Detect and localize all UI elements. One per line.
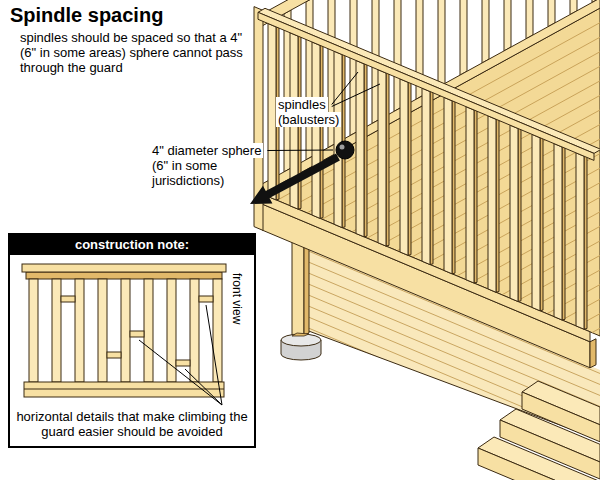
front-top-rail [26,272,222,279]
front-spindle [167,279,176,382]
horizontal-detail [61,296,75,302]
stair-riser [478,448,600,480]
front-spindle [75,279,84,382]
direction-arrow [250,154,340,205]
leader-line [139,340,222,405]
note-text: horizontal details that make climbing th… [14,409,250,439]
horizontal-detail [130,331,144,337]
post-base [292,333,309,336]
top-rail-cap [258,8,600,153]
note-box: construction note: front view horizontal d… [8,233,256,448]
post-side [304,242,309,335]
siding-line [306,382,600,480]
spindle [356,61,364,237]
side-spindle [526,0,533,39]
intro-note: spindles should be spaced so that a 4" (… [18,30,245,75]
spindle [576,153,584,329]
horizontal-detail [176,360,190,366]
front-spindle [98,279,107,382]
front-spindle [144,279,153,382]
view-label: front view [230,273,244,324]
rail-edge [24,389,224,390]
spindle [444,97,452,273]
label-wrap: spindles should be spaced so that a 4" (… [18,30,254,75]
side-spindle [482,0,489,63]
front-spindle [213,279,222,382]
test-sphere [336,141,354,159]
spindle [422,88,430,264]
front-spindle [29,279,38,382]
rim-end [590,339,596,368]
side-top-rail [262,0,600,26]
support-post [281,240,321,360]
side-spindle [504,0,511,51]
horizontal-detail [107,352,121,358]
side-spindle [438,0,445,87]
leader-line [332,72,358,105]
leader-line [332,84,380,107]
diagram-title: Spindle spacing [10,4,163,27]
stairs [478,381,600,480]
spindle [268,24,276,200]
sphere-highlight [340,145,345,150]
siding-line [306,360,600,480]
front-view-railing [22,264,226,405]
spindle [554,144,562,320]
siding-line [306,393,600,480]
note-heading: construction note: [10,235,254,255]
siding-line [306,415,600,480]
label-leaders [267,72,380,151]
spindle [532,134,540,310]
part-label: spindles (balusters) [276,97,341,127]
spindle [334,51,342,227]
spindle [488,116,496,292]
horizontal-detail [199,296,213,302]
side-spindle [548,0,555,27]
spindle [312,42,320,218]
front-railing [254,7,600,368]
front-spindle [52,279,61,382]
front-spindle [190,279,199,382]
front-spindle [121,279,130,382]
sphere-arrow [250,141,354,204]
spindle [466,107,474,283]
leader-line [185,369,222,405]
spindle [510,125,518,301]
leader-line [267,150,333,152]
spindle [400,79,408,255]
top-rail [258,12,594,160]
leader-line [206,305,222,405]
front-cap [22,264,226,272]
label-wrap: 4" diameter sphere (6" in some jurisdict… [150,143,276,188]
front-bottom-rail [24,382,224,397]
dimension-label: 4" diameter sphere (6" in some jurisdict… [150,143,263,188]
label-wrap: spindles (balusters) [276,97,348,127]
post-front [292,240,304,335]
side-spindle [460,0,467,75]
footing-top [281,334,321,346]
spindle [378,70,386,246]
